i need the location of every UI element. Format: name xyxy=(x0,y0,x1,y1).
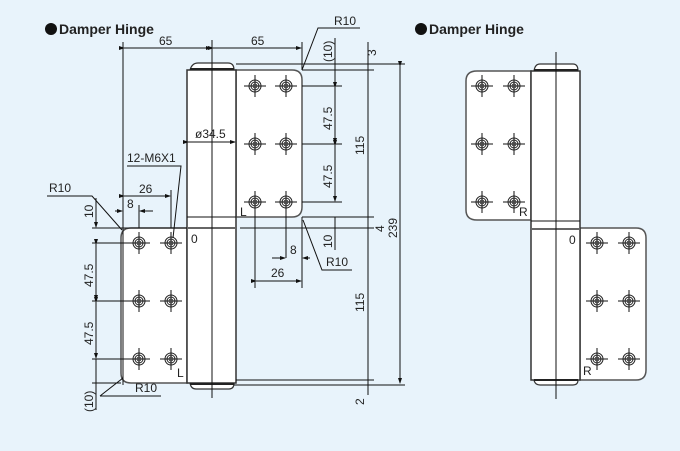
dim-hole-offset-right: 8 xyxy=(290,243,297,257)
dim-width-left: 65 xyxy=(159,34,173,48)
dim-radius-bottom: R10 xyxy=(135,381,157,395)
left-title: Damper Hinge xyxy=(59,21,154,37)
dim-hole-span-left: 26 xyxy=(139,182,153,196)
dim-pitch-lower-2: 47.5 xyxy=(82,321,96,345)
dim-offset-left: 10 xyxy=(82,204,96,218)
lower-leaf xyxy=(579,227,647,381)
right-title: Damper Hinge xyxy=(429,21,524,37)
dim-offset-mid: 10 xyxy=(321,234,335,248)
zero-mark: 0 xyxy=(191,232,198,246)
dim-total-height: 239 xyxy=(386,218,400,238)
dim-pitch-upper-1: 47.5 xyxy=(321,106,335,130)
dim-hole-offset-left: 8 xyxy=(127,197,134,211)
lower-leaf xyxy=(120,227,188,384)
side-mark-lower: R xyxy=(583,364,592,378)
dim-hole-span-right: 26 xyxy=(271,266,285,280)
dim-top-gap: 3 xyxy=(365,49,379,56)
dim-radius-mid: R10 xyxy=(326,255,348,269)
dim-pitch-lower-1: 47.5 xyxy=(82,263,96,287)
zero-mark: 0 xyxy=(569,233,576,247)
dim-diameter: ø34.5 xyxy=(195,127,226,141)
dim-top-offset: (10) xyxy=(321,41,335,62)
dim-bottom-gap: 2 xyxy=(353,398,367,405)
bullet-icon xyxy=(415,23,427,35)
dim-bottom-offset: (10) xyxy=(82,391,96,412)
dim-radius-top: R10 xyxy=(334,14,356,28)
dim-thread: 12-M6X1 xyxy=(127,151,176,165)
dim-pitch-upper-2: 47.5 xyxy=(321,164,335,188)
upper-leaf xyxy=(465,70,532,221)
dim-leaf-height-upper: 115 xyxy=(353,136,367,155)
left-hinge-view: Damper Hinge L L 0 65 65 xyxy=(45,14,405,412)
dim-width-right: 65 xyxy=(251,34,265,48)
dim-leaf-height-lower: 115 xyxy=(353,293,367,312)
side-mark-upper: L xyxy=(240,205,247,219)
upper-leaf xyxy=(235,69,303,218)
right-hinge-view: Damper Hinge R R 0 xyxy=(415,21,647,399)
bullet-icon xyxy=(45,23,57,35)
dim-radius-left: R10 xyxy=(49,181,71,195)
side-mark-upper: R xyxy=(519,205,528,219)
dim-gap-mid: 4 xyxy=(373,225,387,232)
side-mark-lower: L xyxy=(177,366,184,380)
